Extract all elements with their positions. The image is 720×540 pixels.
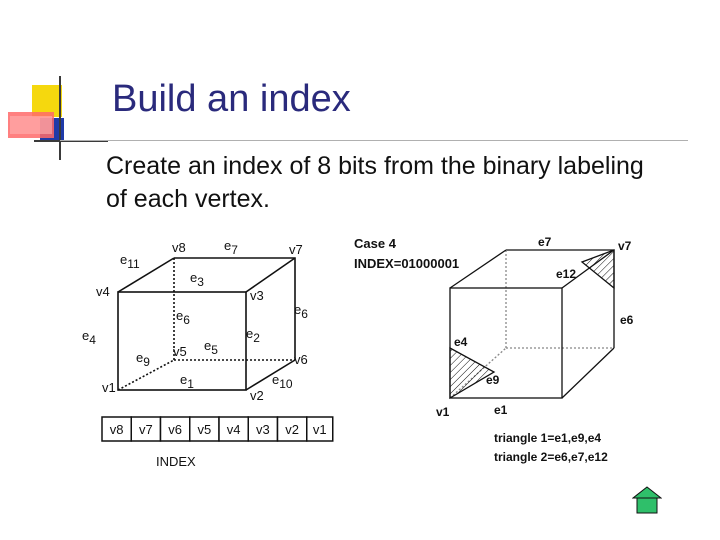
- home-icon[interactable]: [632, 486, 662, 514]
- vertex-label: v7: [289, 242, 303, 257]
- vertex-label: v3: [250, 288, 264, 303]
- edge-label: e7: [538, 235, 552, 249]
- index-caption: INDEX: [156, 454, 196, 469]
- vertex-label: v4: [96, 284, 110, 299]
- case-label: Case 4: [354, 236, 397, 251]
- edge-label: e12: [556, 267, 576, 281]
- edge-label: e5: [204, 338, 218, 357]
- triangle-2: [580, 249, 615, 290]
- cube-edge-diagram: v8 v7 v4 v3 v5 v6 v1 v2 e7 e11 e3 e6 e6 …: [82, 238, 308, 403]
- edge-label: e4: [82, 328, 96, 347]
- triangle-formula: triangle 1=e1,e9,e4: [494, 431, 601, 445]
- edge-label: e6: [176, 308, 190, 327]
- slide-body: Create an index of 8 bits from the binar…: [106, 152, 644, 213]
- case-index: INDEX=01000001: [354, 256, 459, 271]
- vertex-label: v2: [250, 388, 264, 403]
- edge-label: e10: [272, 372, 293, 391]
- index-bit: v4: [227, 422, 241, 437]
- edge-label: e11: [120, 252, 140, 271]
- edge-label: e9: [486, 373, 500, 387]
- index-bit: v5: [198, 422, 212, 437]
- edge-label: e1: [494, 403, 508, 417]
- edge-label: e2: [246, 326, 260, 345]
- edge-label: e3: [190, 270, 204, 289]
- index-bit: v3: [256, 422, 270, 437]
- edge-label: e4: [454, 335, 468, 349]
- triangle-formula: triangle 2=e6,e7,e12: [494, 450, 608, 464]
- index-bit-table: v8 v7 v6 v5 v4 v3 v2 v1 INDEX: [101, 416, 334, 469]
- edge-label: e6: [620, 313, 634, 327]
- index-bit: v6: [168, 422, 182, 437]
- vertex-label: v8: [172, 240, 186, 255]
- vertex-label: v7: [618, 239, 632, 253]
- edge-label: e6: [294, 302, 308, 321]
- case-4-diagram: Case 4 INDEX=01000001 v7 e7 e12 e6 e4 e9…: [354, 235, 634, 464]
- vertex-label: v5: [173, 344, 187, 359]
- index-bit: v1: [313, 422, 327, 437]
- vertex-label: v1: [436, 405, 450, 419]
- triangle-1: [449, 346, 496, 400]
- slide-title: Build an index: [112, 78, 351, 120]
- index-bit: v7: [139, 422, 153, 437]
- edge-label: e9: [136, 350, 150, 369]
- vertex-label: v6: [294, 352, 308, 367]
- edge-label: e1: [180, 372, 194, 391]
- index-bit: v2: [285, 422, 299, 437]
- title-rule: [60, 140, 688, 141]
- slide-corner-decoration: [8, 76, 108, 160]
- edge-label: e7: [224, 238, 238, 257]
- vertex-label: v1: [102, 380, 116, 395]
- index-bit: v8: [110, 422, 124, 437]
